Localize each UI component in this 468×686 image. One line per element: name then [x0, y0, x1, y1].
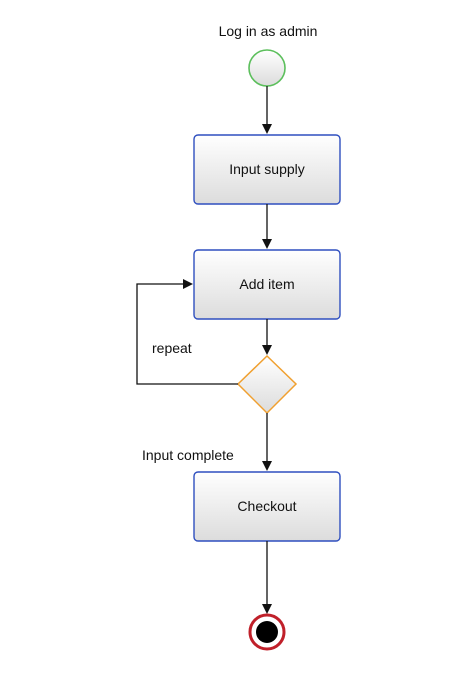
arrowhead-decision [262, 345, 272, 355]
input-complete-label: Input complete [142, 447, 234, 463]
decision-node [236, 354, 298, 415]
repeat-label: repeat [152, 340, 192, 356]
end-node [248, 613, 286, 651]
arrowhead-add-item [262, 239, 272, 249]
node-checkout: Checkout [193, 471, 341, 542]
arrowhead-repeat [183, 279, 193, 289]
arrowhead-end [262, 604, 272, 614]
node-add-item-label: Add item [239, 276, 294, 292]
node-checkout-label: Checkout [237, 498, 296, 514]
start-node [248, 49, 286, 87]
arrowhead-checkout [262, 461, 272, 471]
node-input-supply-label: Input supply [229, 161, 305, 177]
edge-repeat-loop [136, 283, 238, 385]
arrowhead-input-supply [262, 124, 272, 134]
node-add-item: Add item [193, 249, 341, 320]
node-input-supply: Input supply [193, 134, 341, 205]
start-label: Log in as admin [219, 23, 318, 39]
